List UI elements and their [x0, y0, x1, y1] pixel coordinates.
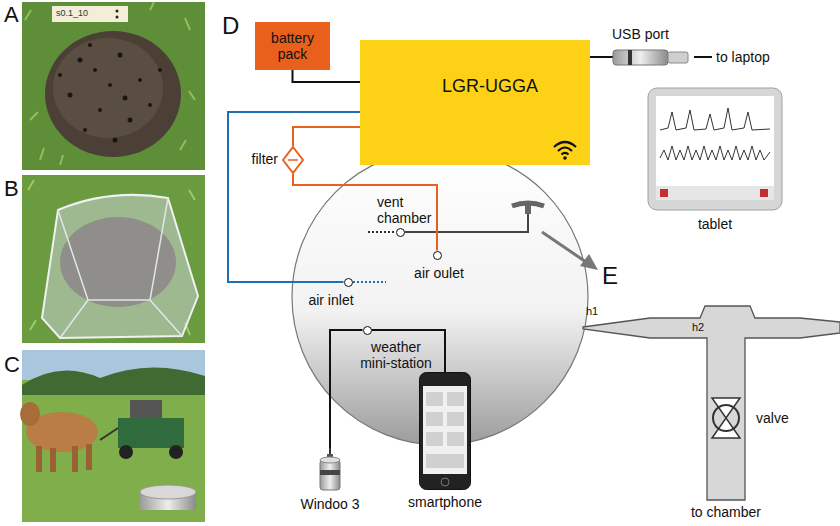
- tablet-picture: [648, 88, 782, 210]
- photo-field-setup: [20, 350, 205, 522]
- usb-stick: [628, 50, 632, 65]
- tube-connector: [293, 70, 361, 82]
- vent-piece: [525, 204, 531, 214]
- sensor-device: Windoo 3: [290, 448, 370, 512]
- tube-connector: [228, 112, 360, 282]
- dimension-label: h2: [692, 321, 704, 334]
- node-text: weather mini-station: [354, 339, 438, 371]
- smartphone-icon: [419, 372, 471, 490]
- part-label: USB port: [612, 26, 669, 42]
- sample-tag: s0.1_10: [56, 8, 88, 18]
- usb-wire: [590, 56, 613, 58]
- chamber-port: weather mini-station: [363, 326, 372, 335]
- node-text: air oulet: [405, 265, 473, 281]
- photo-chamber-tent: [22, 175, 205, 343]
- battery-box: battery pack: [255, 22, 330, 70]
- zoom-arrow: [542, 232, 586, 262]
- phone-device: smartphone: [400, 372, 490, 510]
- chamber-port: vent chamber: [396, 228, 405, 237]
- panel-letter: D: [222, 12, 239, 40]
- panel-letter: C: [4, 352, 20, 377]
- usb-stick: [668, 52, 688, 63]
- part-label: to chamber: [686, 504, 766, 520]
- part-label: to laptop: [716, 49, 770, 65]
- vent-cross-section: [583, 306, 840, 500]
- panel-letter: B: [4, 176, 19, 201]
- chamber-port: air oulet: [433, 251, 442, 260]
- usb-stick: [613, 50, 668, 65]
- laptop-wire: [694, 56, 712, 58]
- port-stub: [353, 281, 386, 283]
- wifi-icon: [552, 140, 578, 160]
- part-label: valve: [756, 410, 789, 426]
- analyzer-box: LGR-UGGA: [360, 40, 590, 165]
- port-stub: [368, 231, 395, 233]
- photo-dung-pat: [22, 2, 205, 170]
- node-text: vent chamber: [377, 194, 441, 226]
- chamber-circle: [292, 149, 588, 445]
- panel-letter: E: [602, 262, 618, 290]
- node-text: LGR-UGGA: [442, 76, 538, 97]
- chamber-port: air inlet: [344, 278, 353, 287]
- node-text: Windoo 3: [290, 496, 370, 512]
- panel-letter: A: [4, 2, 19, 27]
- tube-connector: [293, 127, 360, 146]
- node-text: filter: [232, 151, 278, 167]
- dimension-label: h1: [586, 305, 598, 318]
- node-text: smartphone: [400, 494, 490, 510]
- part-label: tablet: [690, 216, 740, 232]
- node-text: battery pack: [259, 30, 326, 62]
- zoom-arrow: [580, 254, 598, 270]
- node-text: air inlet: [299, 292, 363, 308]
- tube-connector: [330, 330, 363, 448]
- windoo-icon: [312, 448, 348, 492]
- filter-symbol: [282, 146, 304, 174]
- filter-diamond: filter: [282, 146, 304, 174]
